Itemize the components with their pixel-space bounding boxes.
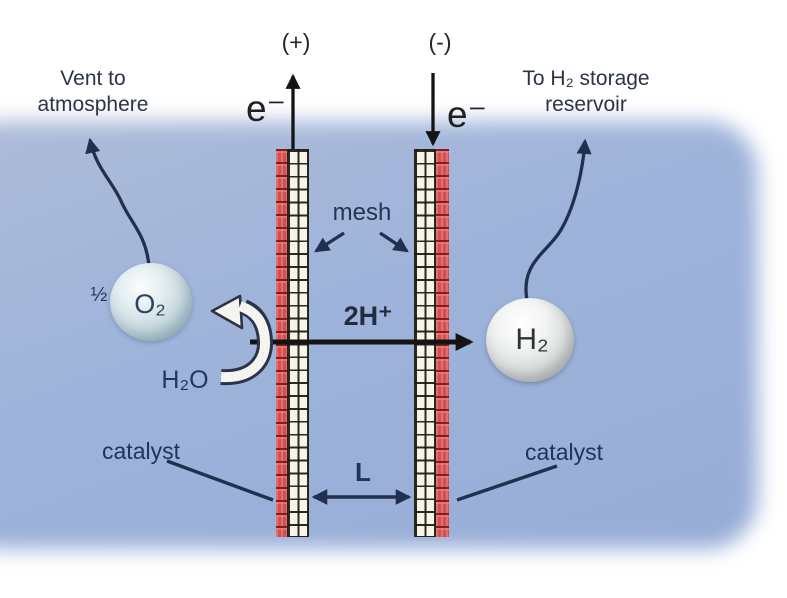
storage-label: To H₂ storage reservoir	[522, 67, 650, 117]
water-label: H₂O	[161, 366, 209, 394]
positive-terminal-label: (+)	[281, 29, 311, 55]
water-recycle-arrowhead	[210, 294, 244, 330]
electron-right-label: e⁻	[446, 94, 488, 135]
catalyst-right-label: catalyst	[525, 439, 603, 465]
storage-arrow	[524, 138, 592, 301]
oxygen-bubble	[110, 263, 192, 341]
catalyst-pointer-right	[456, 464, 558, 502]
electron-left-label: e⁻	[245, 88, 287, 129]
electrolyte-panel	[0, 121, 758, 549]
catalyst-pointer-left	[166, 459, 274, 502]
catalyst-left-label: catalyst	[102, 438, 180, 464]
half-coefficient-label: ½	[90, 284, 108, 306]
mesh-pointer-right	[379, 231, 409, 253]
hydrogen-bubble	[486, 298, 574, 382]
oxygen-label: O₂	[134, 289, 166, 319]
negative-terminal-label: (-)	[428, 29, 452, 55]
gap-length-label: L	[355, 457, 371, 487]
vent-label: Vent to atmosphere	[37, 67, 149, 117]
proton-label: 2H⁺	[343, 301, 393, 331]
vent-arrow	[85, 137, 151, 267]
mesh-pointer-left	[314, 231, 345, 253]
hydrogen-label: H₂	[515, 323, 549, 356]
water-recycle-arrow-body	[220, 301, 271, 383]
mesh-label: mesh	[332, 199, 392, 226]
